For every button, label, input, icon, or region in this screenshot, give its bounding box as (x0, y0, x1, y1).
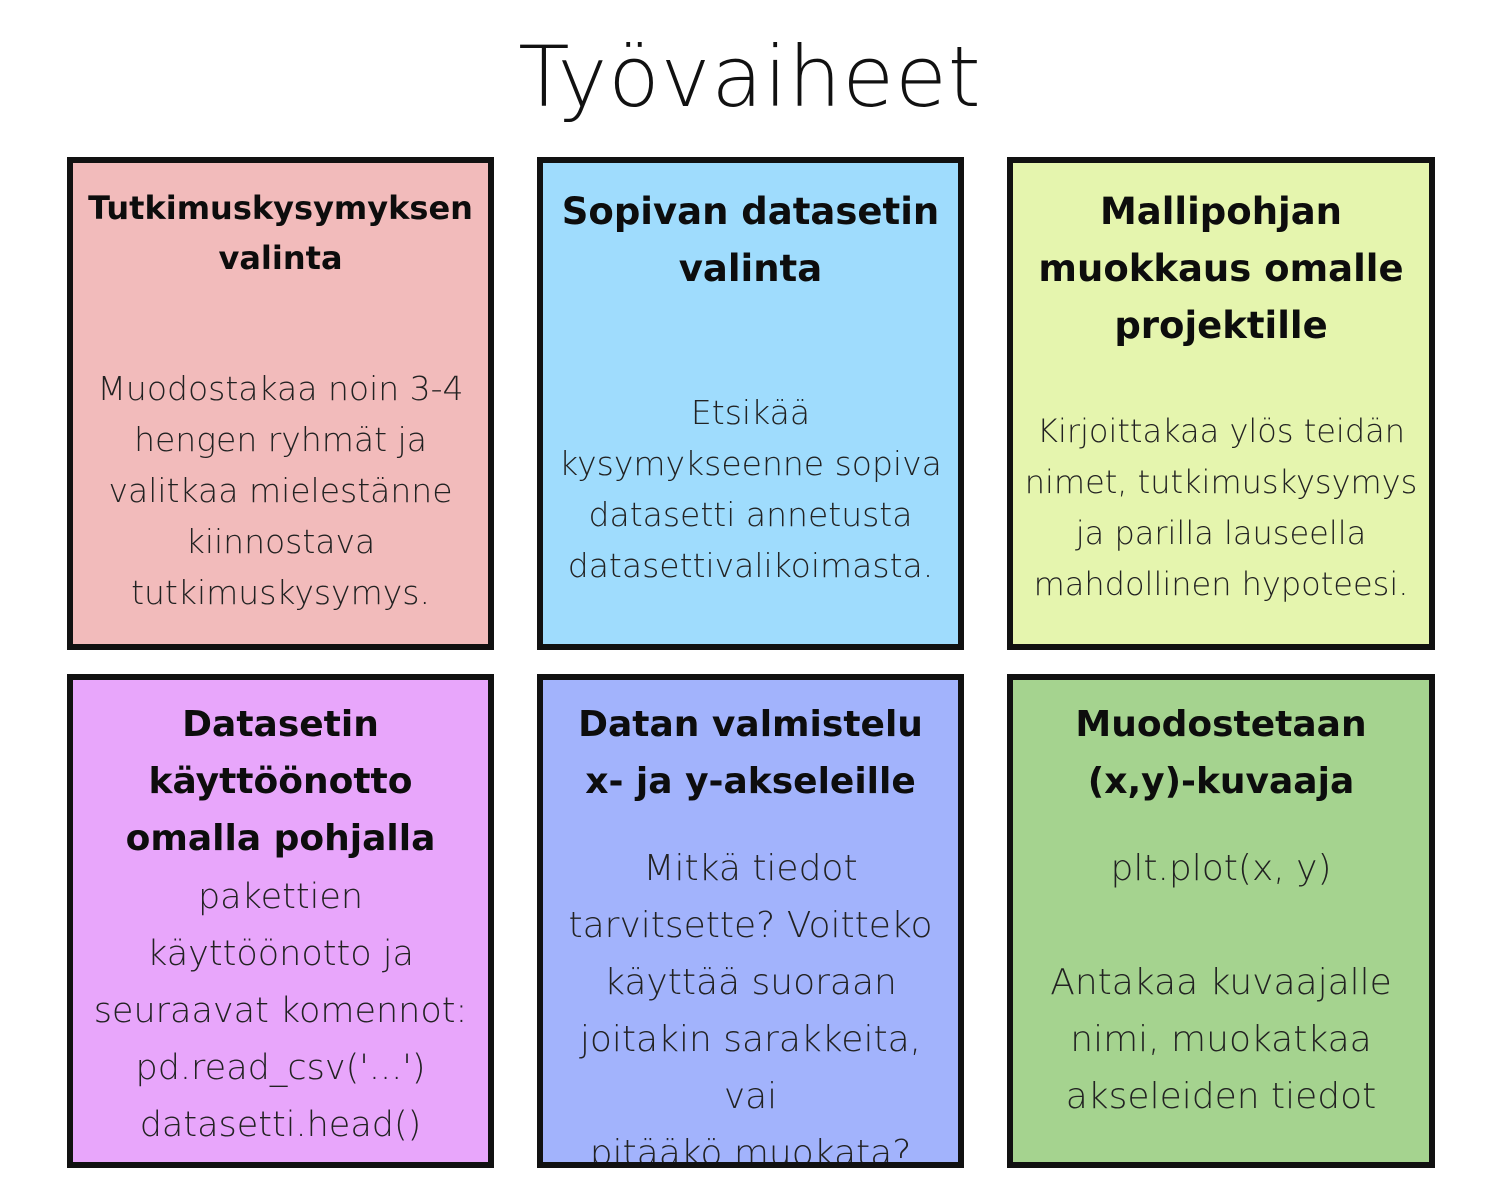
step-card-dataset-loading: Datasetin käyttöönotto omalla pohjalla p… (67, 674, 494, 1168)
step-description: pakettien käyttöönotto ja seuraavat kome… (93, 877, 468, 1145)
step-description: Etsikää kysymykseenne sopiva datasetti a… (559, 393, 942, 585)
step-description: plt.plot(x, y) Antakaa kuvaajalle nimi, … (1050, 848, 1392, 1117)
step-heading: Muodostetaan (x,y)-kuvaaja (1075, 704, 1367, 802)
step-description: Muodostakaa noin 3-4 hengen ryhmät ja va… (97, 369, 464, 612)
step-card-data-preparation: Datan valmistelu x- ja y-akseleille Mitk… (537, 674, 964, 1168)
step-card-template-editing: Mallipohjan muokkaus omalle projektille … (1007, 157, 1435, 650)
step-heading: Datan valmistelu x- ja y-akseleille (578, 704, 923, 802)
step-heading: Mallipohjan muokkaus omalle projektille (1038, 190, 1404, 347)
step-heading: Tutkimuskysymyksen valinta (88, 189, 473, 277)
step-card-plot-creation: Muodostetaan (x,y)-kuvaaja plt.plot(x, y… (1007, 674, 1435, 1168)
step-heading: Datasetin käyttöönotto omalla pohjalla (125, 704, 436, 859)
page-title: Työvaiheet (518, 28, 982, 126)
step-description: Kirjoittakaa ylös teidän nimet, tutkimus… (1024, 412, 1418, 603)
step-card-research-question: Tutkimuskysymyksen valinta Muodostakaa n… (67, 157, 494, 650)
step-description: Mitkä tiedot tarvitsette? Voitteko käytt… (568, 848, 933, 1168)
step-card-dataset-selection: Sopivan datasetin valinta Etsikää kysymy… (537, 157, 964, 650)
step-heading: Sopivan datasetin valinta (561, 190, 940, 290)
